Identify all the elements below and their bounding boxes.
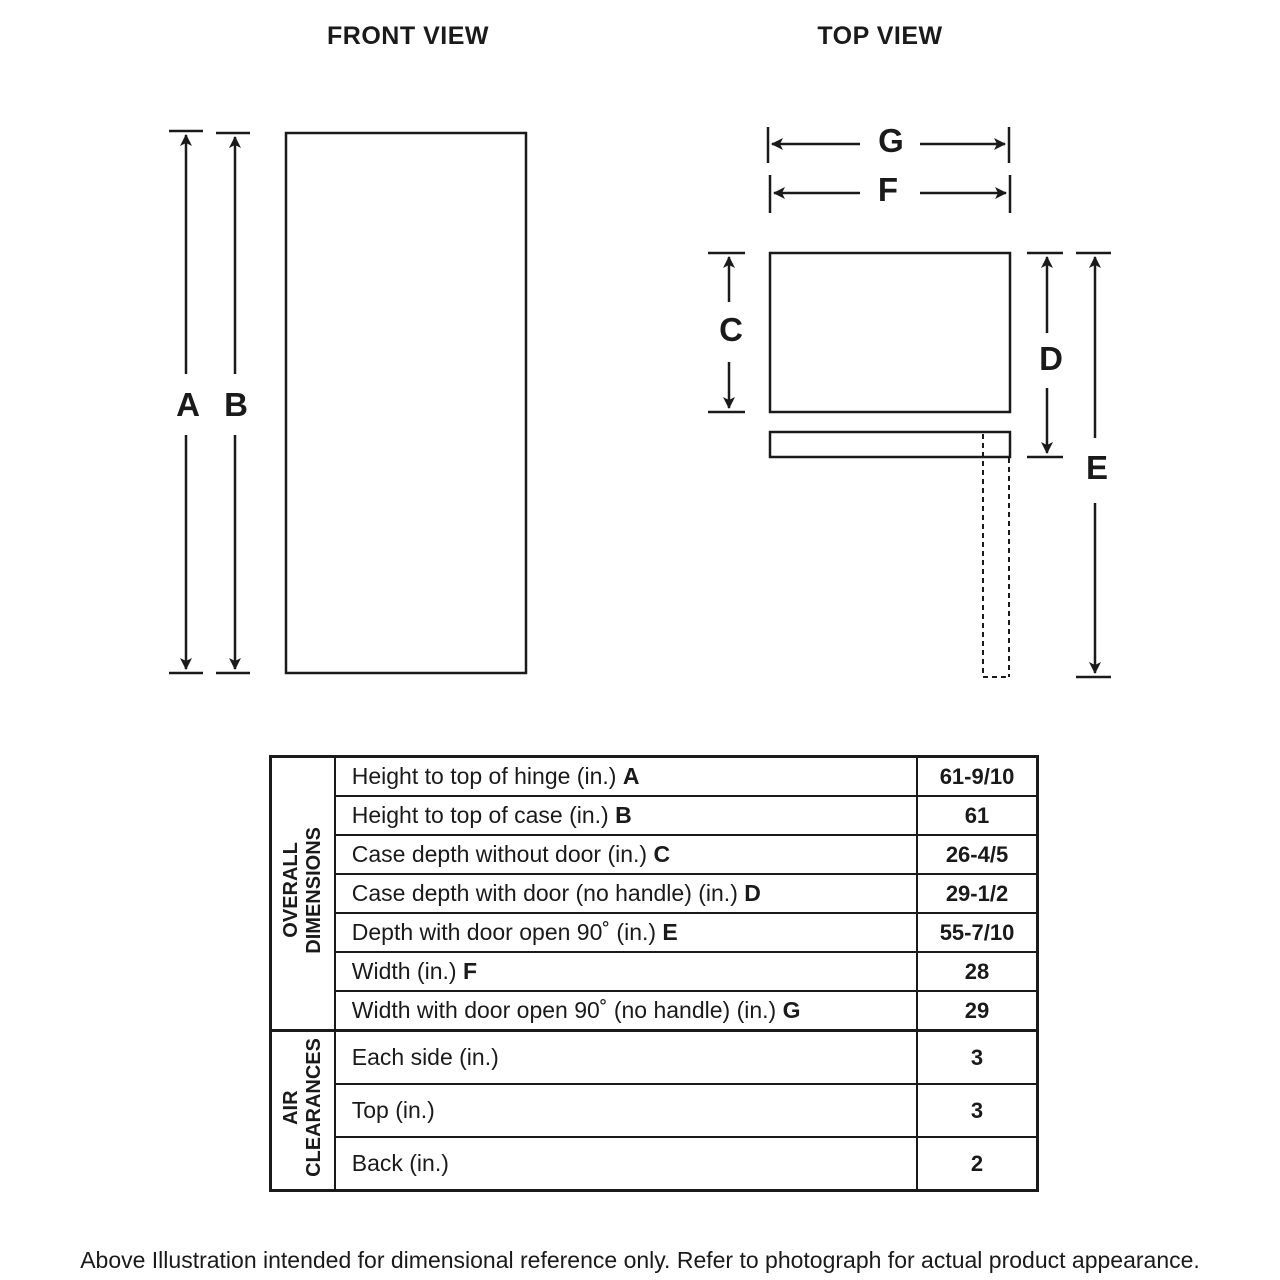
row-value: 29-1/2 [916,873,1039,914]
top-view: G F C D [708,122,1111,679]
row-value: 55-7/10 [916,912,1039,953]
top-door-outline [768,430,1012,459]
row-label: Height to top of hinge (in.) A [333,755,919,797]
table-row: AIR CLEARANCES Each side (in.) 3 [269,1029,1039,1192]
table-row: Top (in.) 3 [271,1083,1039,1138]
air-clearances-label: AIR CLEARANCES [279,1038,325,1177]
table-row: Case depth with door (no handle) (in.) D… [271,873,1039,914]
table-row: Width (in.) F 28 [271,951,1039,992]
row-value: 3 [916,1029,1039,1085]
row-label: Width (in.) F [333,951,919,992]
front-view-title: FRONT VIEW [327,22,489,50]
dimension-diagram: A B G [169,122,1111,679]
row-label: Top (in.) [333,1083,919,1138]
row-label: Height to top of case (in.) B [333,795,919,836]
table-row: Height to top of case (in.) B 61 [271,795,1039,836]
top-view-title: TOP VIEW [817,22,943,50]
table-row: Back (in.) 2 [271,1136,1039,1192]
row-value: 2 [916,1136,1039,1192]
label-d: D [1039,340,1063,377]
table-row: OVERALL DIMENSIONS Height to top of hing… [269,755,1039,1032]
label-f: F [878,171,898,208]
dimension-e [1076,251,1111,679]
row-label: Case depth with door (no handle) (in.) D [333,873,919,914]
row-value: 3 [916,1083,1039,1138]
row-value: 26-4/5 [916,834,1039,875]
row-value: 28 [916,951,1039,992]
dimension-d [1027,251,1063,459]
row-label: Each side (in.) [333,1029,919,1085]
row-value: 61 [916,795,1039,836]
table-row: Width with door open 90˚ (no handle) (in… [271,990,1039,1032]
label-a: A [176,386,200,423]
front-case-outline [284,131,528,675]
dimension-g [766,127,1011,163]
row-label: Depth with door open 90˚ (in.) E [333,912,919,953]
row-value: 29 [916,990,1039,1032]
overall-dimensions-group: OVERALL DIMENSIONS [269,755,336,1032]
front-view: A B [169,129,528,675]
table-row: Case depth without door (in.) C 26-4/5 [271,834,1039,875]
label-e: E [1086,449,1108,486]
air-clearances-group: AIR CLEARANCES [269,1029,336,1192]
door-open-outline [982,434,1010,678]
dimension-b [216,131,250,675]
dimension-a [169,129,203,675]
label-g: G [878,122,904,159]
label-c: C [719,311,743,348]
dimension-c [708,251,745,414]
top-case-outline [768,251,1012,414]
disclaimer-text: Above Illustration intended for dimensio… [80,1247,1200,1273]
dimension-f [768,175,1012,213]
overall-dimensions-label: OVERALL DIMENSIONS [279,827,325,954]
label-b: B [224,386,248,423]
table-row: Depth with door open 90˚ (in.) E 55-7/10 [271,912,1039,953]
row-label: Case depth without door (in.) C [333,834,919,875]
row-label: Back (in.) [333,1136,919,1192]
row-value: 61-9/10 [916,755,1039,797]
specifications-table: OVERALL DIMENSIONS Height to top of hing… [269,755,1039,1192]
row-label: Width with door open 90˚ (no handle) (in… [333,990,919,1032]
